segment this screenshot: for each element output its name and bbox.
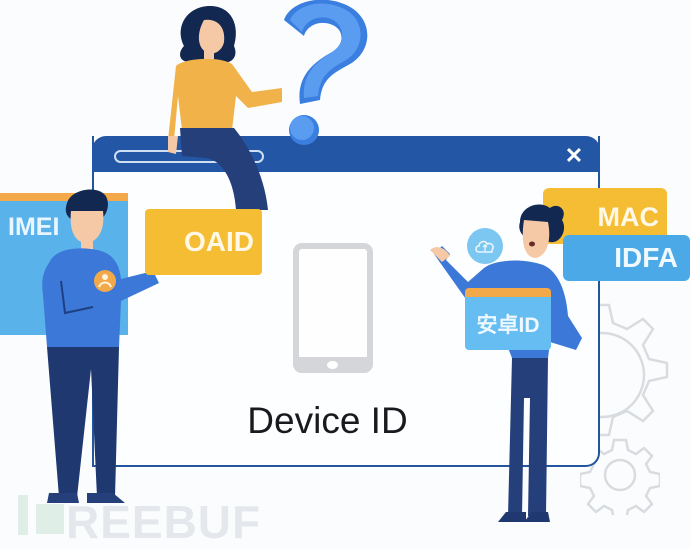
question-mark-icon	[284, 0, 368, 145]
oaid-card: OAID	[145, 209, 262, 275]
woman-figure	[168, 6, 282, 210]
woman-right-figure	[430, 204, 582, 522]
cloud-upload-icon	[467, 228, 503, 264]
mac-card: MAC	[543, 188, 667, 244]
phone-home-button	[327, 361, 338, 369]
device-id-title: Device ID	[247, 400, 408, 441]
close-button[interactable]: ✕	[562, 144, 586, 168]
watermark-logo-block	[36, 504, 64, 534]
small-gear-icon	[580, 438, 660, 515]
smartphone-icon	[293, 243, 373, 373]
close-icon: ✕	[564, 143, 584, 168]
idfa-card: IDFA	[563, 235, 690, 281]
watermark-text: REEBUF	[66, 496, 262, 548]
watermark-logo-bar	[18, 495, 28, 535]
man-left-figure	[42, 189, 159, 503]
android-id-card: 安卓ID	[465, 288, 551, 350]
